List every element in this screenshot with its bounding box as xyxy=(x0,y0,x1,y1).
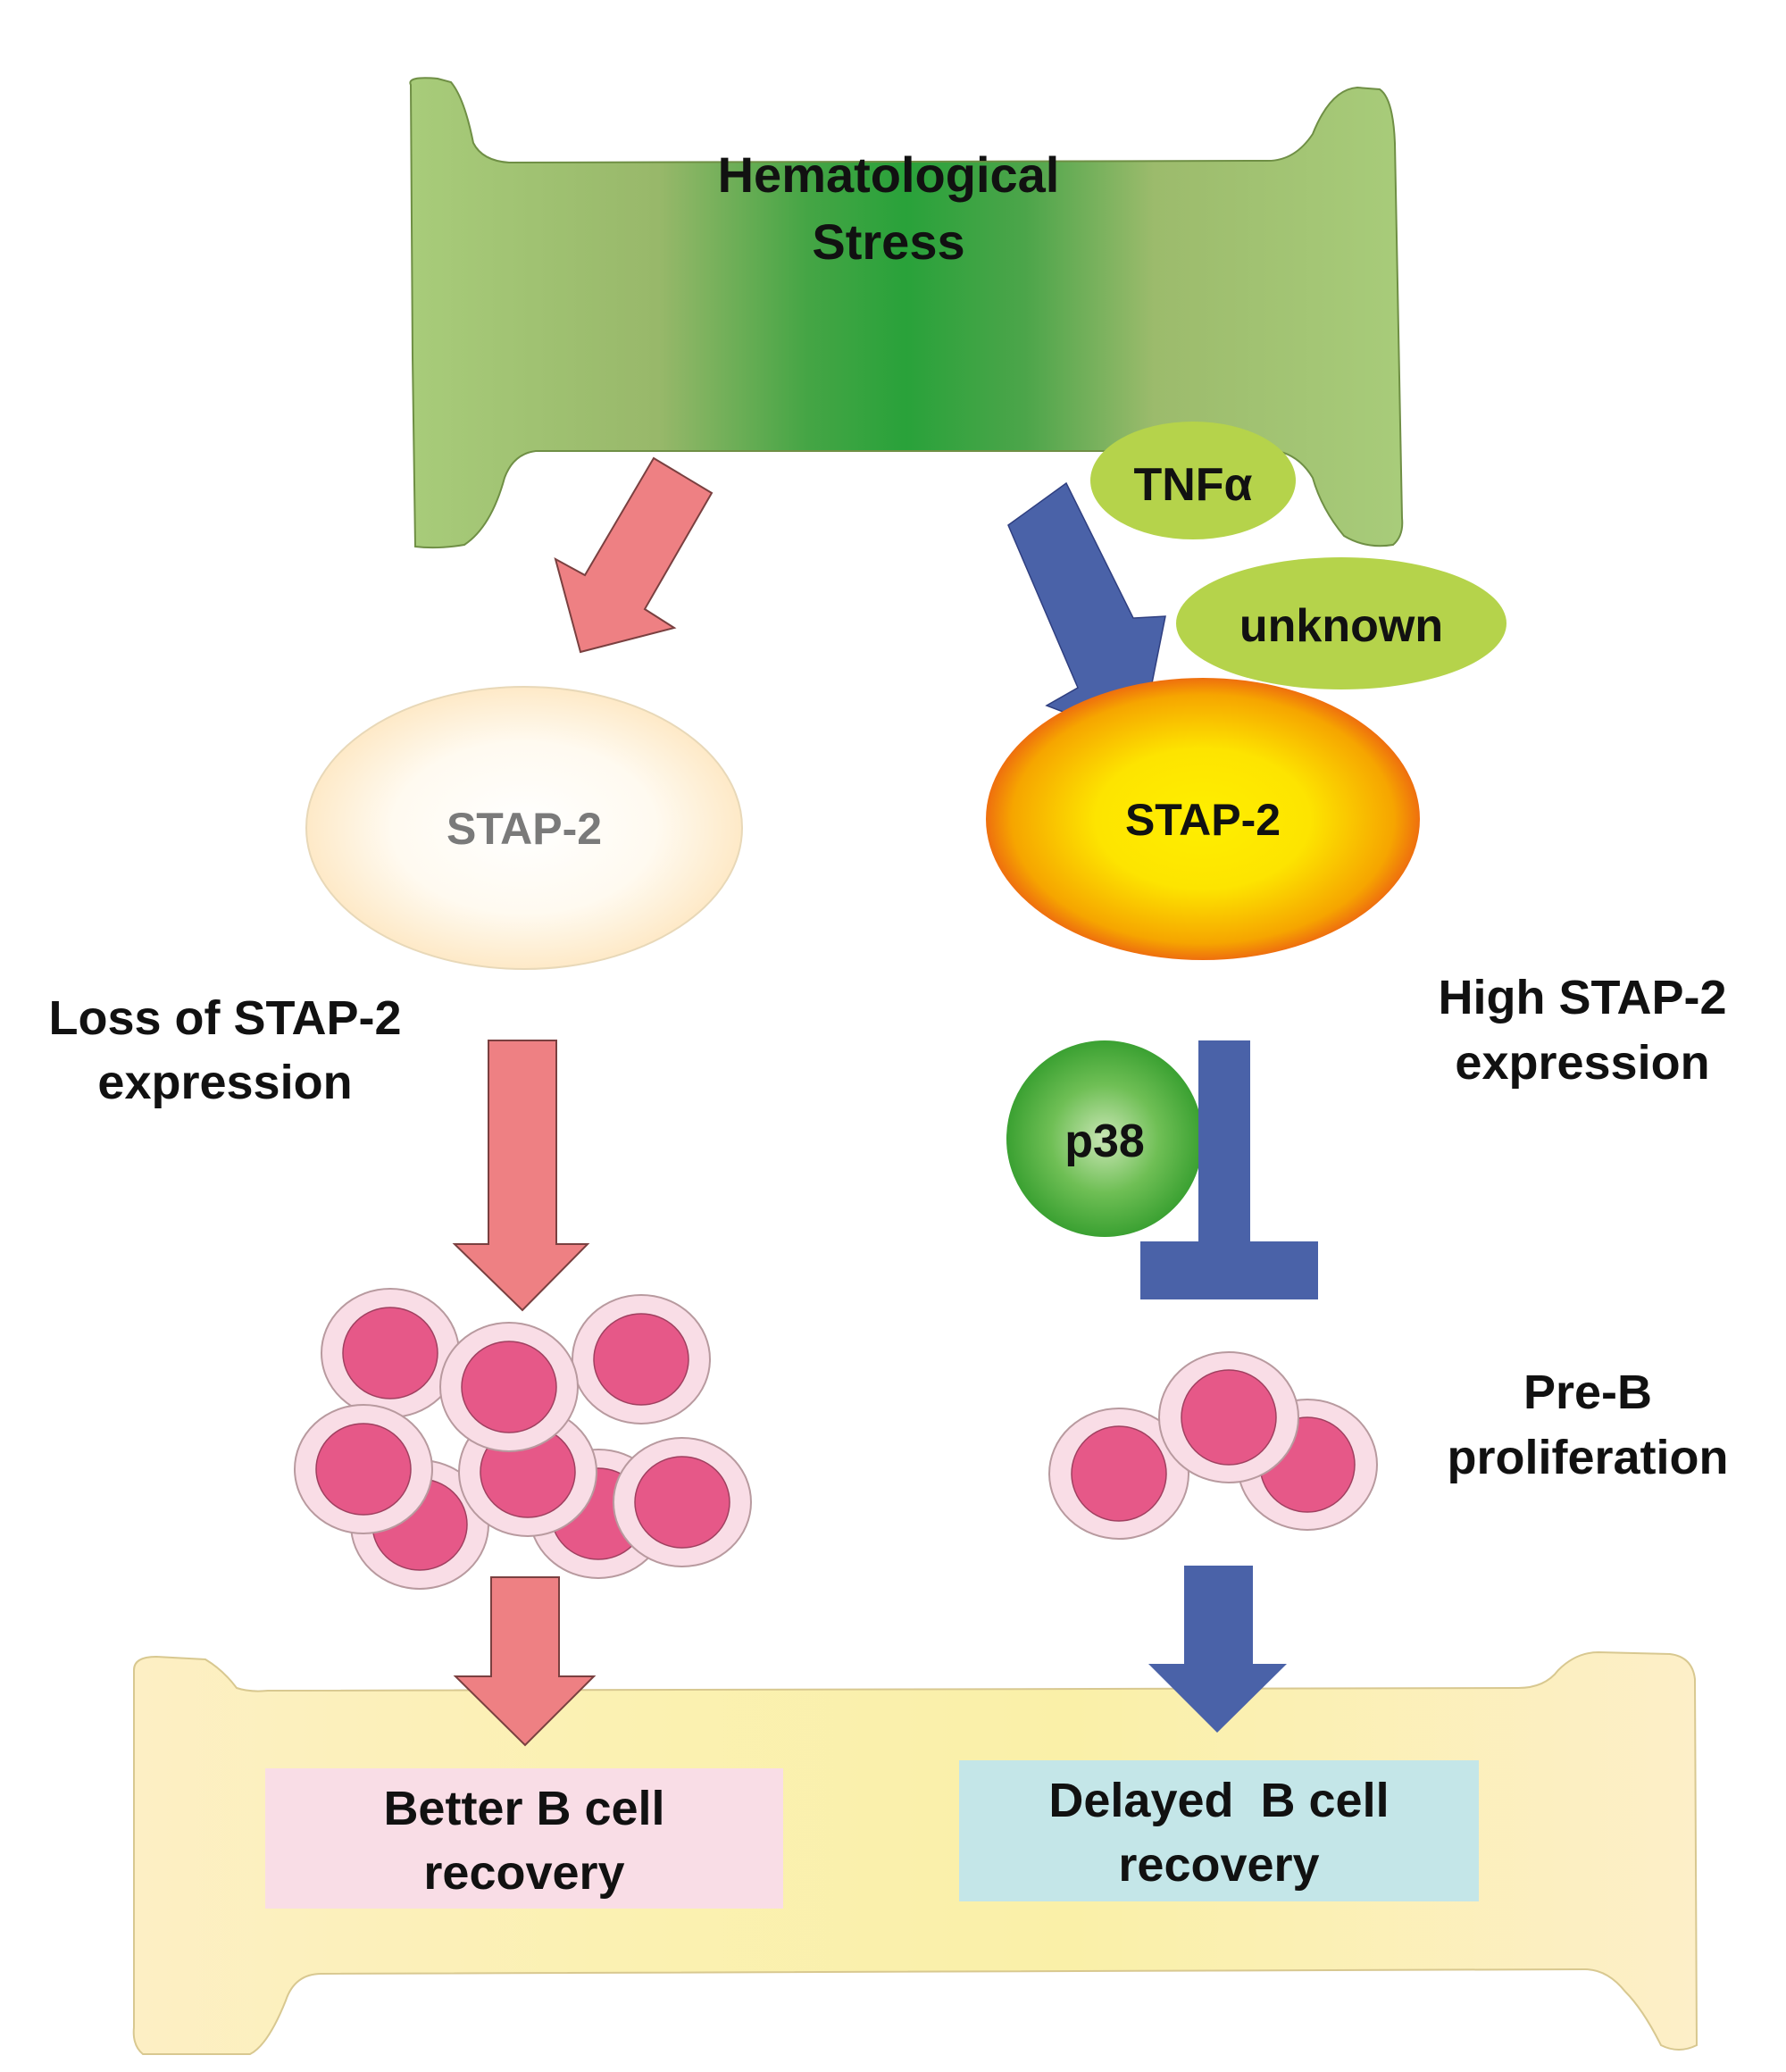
loss-expression-line2: expression xyxy=(97,1056,352,1109)
b-cell xyxy=(572,1294,711,1424)
unknown-label: unknown xyxy=(1239,600,1443,652)
stap2-low-protein: STAP-2 xyxy=(305,686,743,970)
b-cell xyxy=(294,1404,433,1534)
blue-down-arrow-lower xyxy=(1148,1566,1287,1733)
stap2-high-protein: STAP-2 xyxy=(986,678,1420,960)
p38-kinase: p38 xyxy=(1006,1040,1203,1237)
stress-label-line1: Hematological xyxy=(718,146,1060,203)
stap2-low-label: STAP-2 xyxy=(446,804,602,854)
pre-b-label-line1: Pre-B xyxy=(1523,1366,1652,1419)
cell-nucleus xyxy=(634,1456,730,1549)
unknown-signal: unknown xyxy=(1176,557,1506,689)
left-cell-cluster xyxy=(294,1288,752,1590)
cell-nucleus xyxy=(315,1423,412,1516)
tnf-alpha-label: TNFα xyxy=(1133,459,1252,511)
better-recovery-line1: Better B cell xyxy=(383,1782,664,1835)
blue-diagonal-arrow xyxy=(1007,481,1166,743)
delayed-recovery-line1: Delayed B cell xyxy=(1048,1774,1389,1827)
delayed-recovery-line2: recovery xyxy=(1118,1838,1319,1892)
inhibition-symbol xyxy=(1140,1040,1318,1299)
stap2-high-label: STAP-2 xyxy=(1125,795,1281,845)
cell-nucleus xyxy=(461,1341,557,1433)
right-cell-cluster xyxy=(1048,1351,1378,1540)
delayed-recovery-box: Delayed B cell recovery xyxy=(959,1760,1479,1901)
high-expression-line2: expression xyxy=(1455,1036,1709,1090)
high-expression-line1: High STAP-2 xyxy=(1439,971,1727,1024)
pre-b-label-line2: proliferation xyxy=(1447,1431,1728,1484)
loss-expression-line1: Loss of STAP-2 xyxy=(48,991,401,1045)
cell-nucleus xyxy=(1071,1425,1167,1522)
stress-label-line2: Stress xyxy=(812,213,964,270)
b-cell xyxy=(439,1322,579,1452)
b-cell xyxy=(613,1437,752,1567)
b-cell xyxy=(1158,1351,1299,1483)
recovery-bone-shape xyxy=(132,1650,1698,2055)
better-recovery-box: Better B cell recovery xyxy=(265,1768,783,1909)
red-diagonal-arrow xyxy=(554,456,714,654)
cell-nucleus xyxy=(342,1307,438,1399)
tnf-alpha-signal: TNFα xyxy=(1090,422,1296,539)
cell-nucleus xyxy=(593,1313,689,1406)
red-down-arrow-upper xyxy=(452,1040,590,1312)
cell-nucleus xyxy=(1181,1369,1277,1466)
b-cell xyxy=(1048,1408,1189,1540)
red-down-arrow-lower xyxy=(453,1576,597,1747)
b-cell xyxy=(321,1288,460,1418)
p38-label: p38 xyxy=(1064,1115,1145,1167)
better-recovery-line2: recovery xyxy=(423,1846,624,1900)
